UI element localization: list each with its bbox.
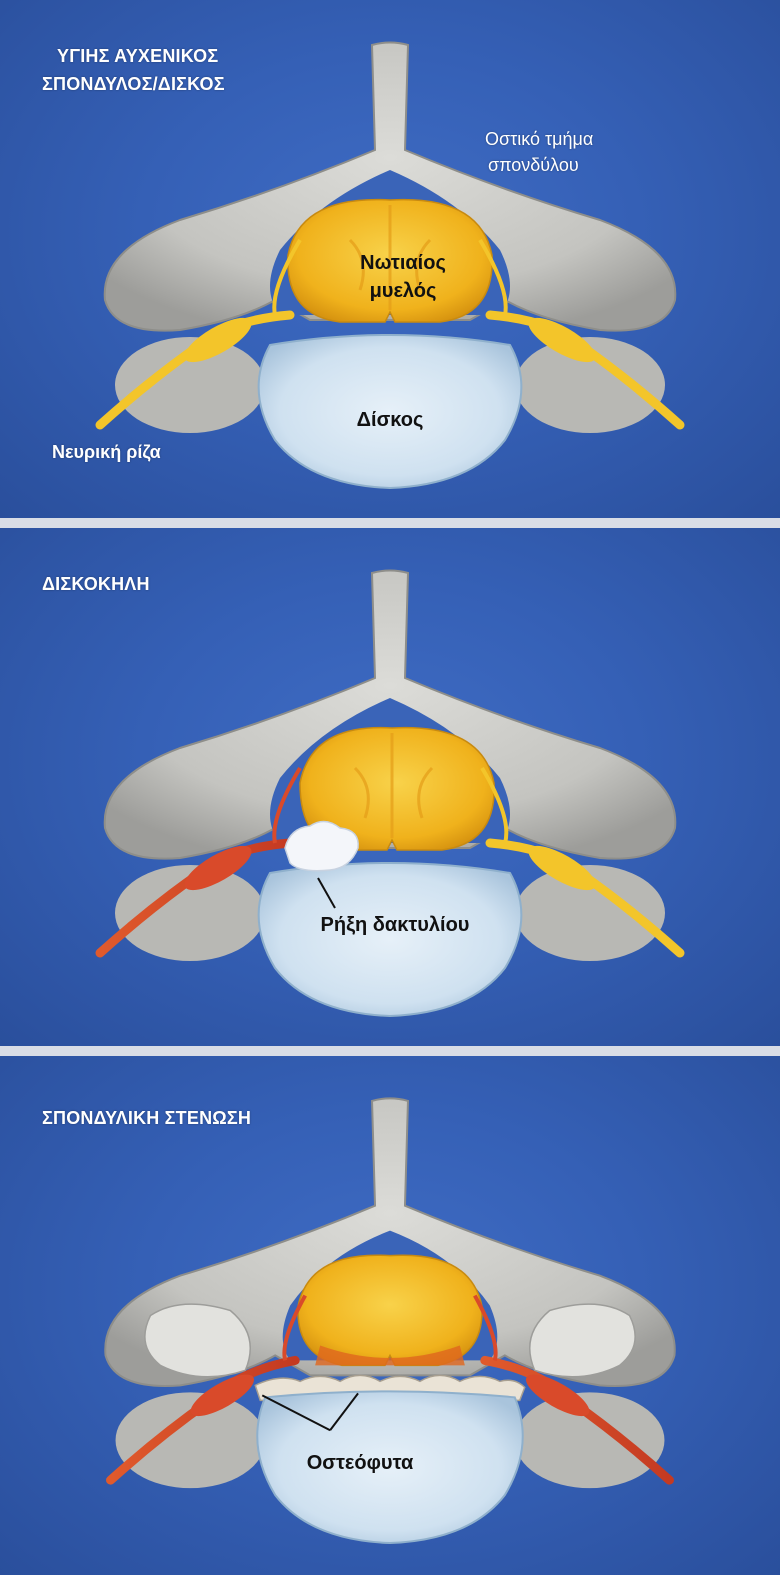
panel-stenosis: ΣΠΟΝΔΥΛΙΚΗ ΣΤΕΝΩΣΗ Οστεόφυτα	[0, 1056, 780, 1575]
nerve-root-label: Νευρική ρίζα	[52, 440, 161, 465]
panel-title: ΔΙΣΚΟΚΗΛΗ	[42, 572, 150, 597]
intervertebral-disc	[259, 863, 522, 1016]
panel-title-line2: ΣΠΟΝΔΥΛΟΣ/ΔΙΣΚΟΣ	[42, 72, 225, 97]
left-facet-hypertrophy	[145, 1304, 250, 1377]
bone-label-line2: σπονδύλου	[488, 153, 579, 178]
herniation-vertebra-illustration	[0, 528, 780, 1046]
annulus-tear-label: Ρήξη δακτυλίου	[300, 913, 490, 938]
panel-herniation: ΔΙΣΚΟΚΗΛΗ Ρήξη δακτυλίου	[0, 528, 780, 1046]
bone-label-line1: Οστικό τμήμα	[485, 127, 593, 152]
disc-label: Δίσκος	[335, 408, 445, 433]
right-facet-hypertrophy	[530, 1304, 635, 1377]
panel-title: ΣΠΟΝΔΥΛΙΚΗ ΣΤΕΝΩΣΗ	[42, 1106, 251, 1131]
panel-healthy: ΥΓΙΗΣ ΑΥΧΕΝΙΚΟΣ ΣΠΟΝΔΥΛΟΣ/ΔΙΣΚΟΣ Οστικό …	[0, 0, 780, 518]
stenosis-vertebra-illustration	[0, 1056, 780, 1574]
panel-title-line1: ΥΓΙΗΣ ΑΥΧΕΝΙΚΟΣ	[57, 44, 218, 69]
cord-label-line1: Νωτιαίος	[348, 251, 458, 276]
cord-label-line2: μυελός	[348, 279, 458, 304]
osteophytes-label: Οστεόφυτα	[290, 1451, 430, 1476]
